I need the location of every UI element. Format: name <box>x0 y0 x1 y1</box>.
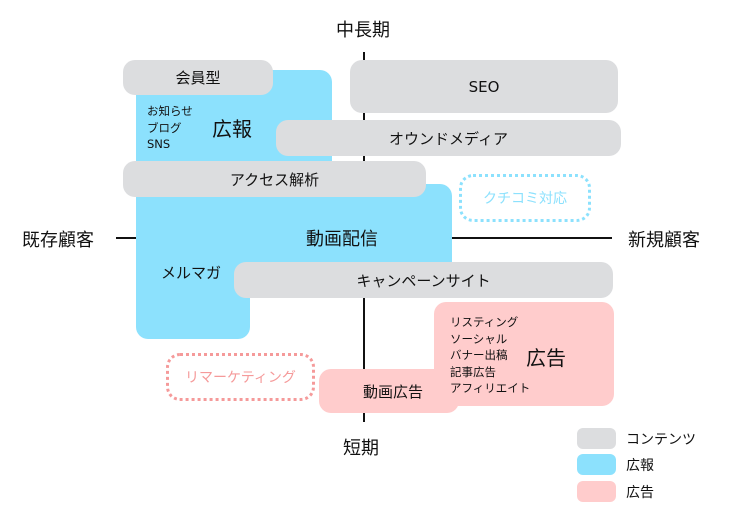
legend-swatch-ads <box>577 481 616 502</box>
ad-list-item: ソーシャル <box>450 331 508 346</box>
seo-label: SEO <box>468 77 500 96</box>
membership-box: 会員型 <box>123 60 273 95</box>
legend-swatch-content <box>577 428 616 449</box>
video-ads-box: 動画広告 <box>319 369 459 413</box>
access-analysis-label: アクセス解析 <box>229 170 320 189</box>
legend-label-ads: 広告 <box>626 485 654 501</box>
word-of-mouth-box: クチコミ対応 <box>459 174 591 222</box>
access-analysis-box: アクセス解析 <box>123 161 426 197</box>
campaign-site-label: キャンペーンサイト <box>356 271 491 290</box>
legend-label-pr: 広報 <box>626 458 654 474</box>
video-distribution-label: 動画配信 <box>306 229 378 250</box>
remarketing-box: リマーケティング <box>166 353 315 401</box>
legend-label-content: コンテンツ <box>626 432 696 448</box>
axis-label-top: 中長期 <box>336 20 390 41</box>
axis-label-bottom: 短期 <box>343 438 379 459</box>
remarketing-label: リマーケティング <box>185 370 296 386</box>
pr-list-item: SNS <box>147 137 171 151</box>
pr-list-item: ブログ <box>147 120 182 135</box>
owned-media-label: オウンドメディア <box>389 129 508 148</box>
seo-box: SEO <box>350 60 618 113</box>
owned-media-box: オウンドメディア <box>276 120 621 156</box>
axis-label-left: 既存顧客 <box>22 230 94 251</box>
ad-region <box>434 302 614 406</box>
legend-swatch-pr <box>577 454 616 475</box>
ad-list-item: リスティング <box>450 315 519 329</box>
axis-label-right: 新規顧客 <box>628 230 700 251</box>
ad-list-item: 記事広告 <box>450 364 496 379</box>
word-of-mouth-label: クチコミ対応 <box>483 191 567 207</box>
ad-sub-list: リスティング ソーシャル バナー出稿 記事広告 アフィリエイト <box>450 314 530 397</box>
membership-label: 会員型 <box>175 69 221 87</box>
ad-list-item: バナー出稿 <box>450 348 508 362</box>
campaign-site-box: キャンペーンサイト <box>234 262 613 298</box>
ad-list-item: アフィリエイト <box>450 381 531 395</box>
pr-group-title: 広報 <box>212 117 252 141</box>
mail-magazine-label: メルマガ <box>161 264 222 282</box>
ad-group-title: 広告 <box>526 346 566 370</box>
pr-list-item: お知らせ <box>147 104 193 118</box>
video-ads-label: 動画広告 <box>362 382 423 401</box>
pr-sub-list: お知らせ ブログ SNS <box>147 103 193 153</box>
pr-region-mailmag <box>136 200 250 339</box>
